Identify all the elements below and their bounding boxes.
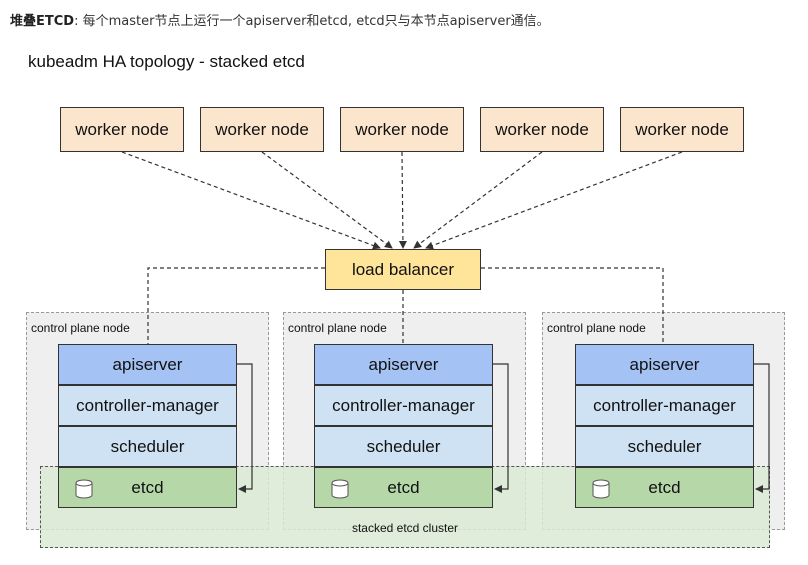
worker-5-arrow — [425, 151, 683, 250]
etcd-box: etcd — [58, 467, 237, 508]
etcd-label: etcd — [648, 477, 681, 497]
scheduler-box: scheduler — [58, 426, 237, 467]
scheduler-box: scheduler — [575, 426, 754, 467]
intro-body: : 每个master节点上运行一个apiserver和etcd, etcd只与本… — [74, 14, 550, 29]
worker-3-arrow — [398, 151, 407, 249]
worker-node-3: worker node — [340, 107, 464, 152]
apiserver-box: apiserver — [314, 344, 493, 385]
lb-to-cp3-line — [481, 267, 664, 344]
control-plane-node-label: control plane node — [31, 321, 130, 335]
controller-manager-box: controller-manager — [314, 385, 493, 426]
etcd-box: etcd — [314, 467, 493, 508]
worker-node-4: worker node — [480, 107, 604, 152]
intro-bold: 堆叠ETCD — [10, 14, 75, 29]
worker-node-5: worker node — [620, 107, 744, 152]
cluster-label: stacked etcd cluster — [351, 521, 459, 535]
database-icon — [331, 479, 349, 499]
diagram-title: kubeadm HA topology - stacked etcd — [28, 52, 305, 71]
worker-node-2: worker node — [200, 107, 324, 152]
controller-manager-box: controller-manager — [575, 385, 754, 426]
control-plane-node-label: control plane node — [547, 321, 646, 335]
scheduler-box: scheduler — [314, 426, 493, 467]
worker-2-arrow — [261, 151, 393, 249]
apiserver-box: apiserver — [575, 344, 754, 385]
apiserver-box: apiserver — [58, 344, 237, 385]
intro-text: 堆叠ETCD: 每个master节点上运行一个apiserver和etcd, e… — [10, 10, 550, 29]
etcd-box: etcd — [575, 467, 754, 508]
worker-4-arrow — [413, 151, 543, 249]
etcd-label: etcd — [131, 477, 164, 497]
database-icon — [75, 479, 93, 499]
worker-1-arrow — [121, 151, 381, 250]
lb-to-cp1-line — [147, 267, 325, 344]
etcd-label: etcd — [387, 477, 420, 497]
load-balancer: load balancer — [325, 249, 481, 290]
etcd-api-link-2 — [493, 363, 509, 493]
etcd-api-link-1 — [237, 363, 253, 493]
controller-manager-box: controller-manager — [58, 385, 237, 426]
worker-node-1: worker node — [60, 107, 184, 152]
etcd-api-link-3 — [754, 363, 770, 493]
control-plane-node-label: control plane node — [288, 321, 387, 335]
database-icon — [592, 479, 610, 499]
